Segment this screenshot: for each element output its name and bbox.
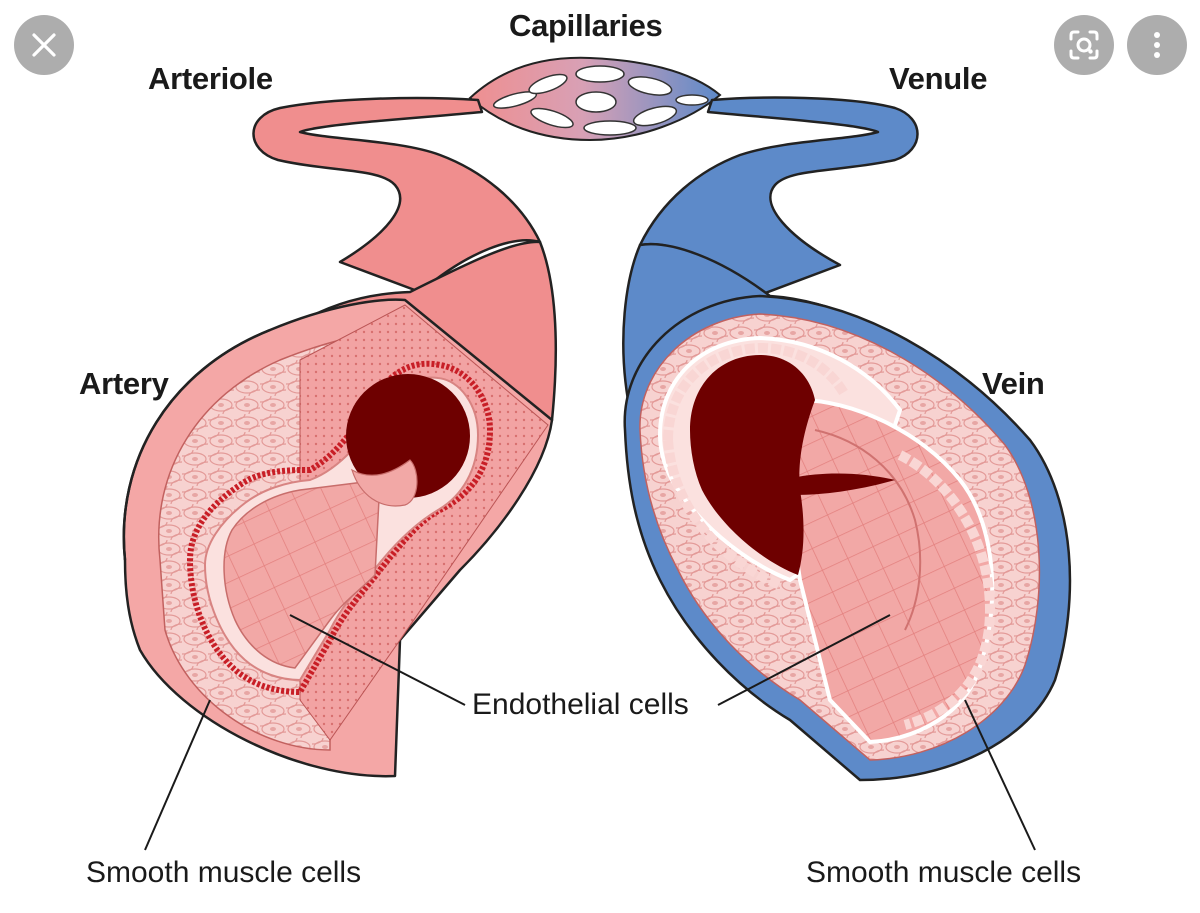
- label-smooth-muscle-left: Smooth muscle cells: [86, 856, 362, 889]
- leader-endothelial-right: [717, 614, 891, 706]
- artery-vessel: [122, 96, 557, 778]
- capillary-network: [468, 56, 722, 142]
- label-smooth-muscle-right: Smooth muscle cells: [806, 856, 1082, 889]
- more-vertical-icon: [1154, 32, 1160, 58]
- leader-smooth-right: [964, 699, 1036, 851]
- label-vein: Vein: [982, 366, 1045, 401]
- lens-search-button[interactable]: [1054, 15, 1114, 75]
- close-icon: [32, 33, 56, 57]
- label-artery: Artery: [79, 366, 169, 401]
- label-arteriole: Arteriole: [148, 61, 273, 96]
- label-capillaries: Capillaries: [509, 8, 663, 43]
- lens-search-icon: [1069, 30, 1099, 60]
- vein-vessel: [622, 96, 1072, 782]
- leader-smooth-left: [144, 699, 211, 851]
- leader-endothelial-left: [289, 614, 466, 706]
- label-endothelial-cells: Endothelial cells: [472, 688, 689, 721]
- close-button[interactable]: [14, 15, 74, 75]
- leader-lines: [144, 614, 1036, 851]
- label-venule: Venule: [889, 61, 988, 96]
- more-options-button[interactable]: [1127, 15, 1187, 75]
